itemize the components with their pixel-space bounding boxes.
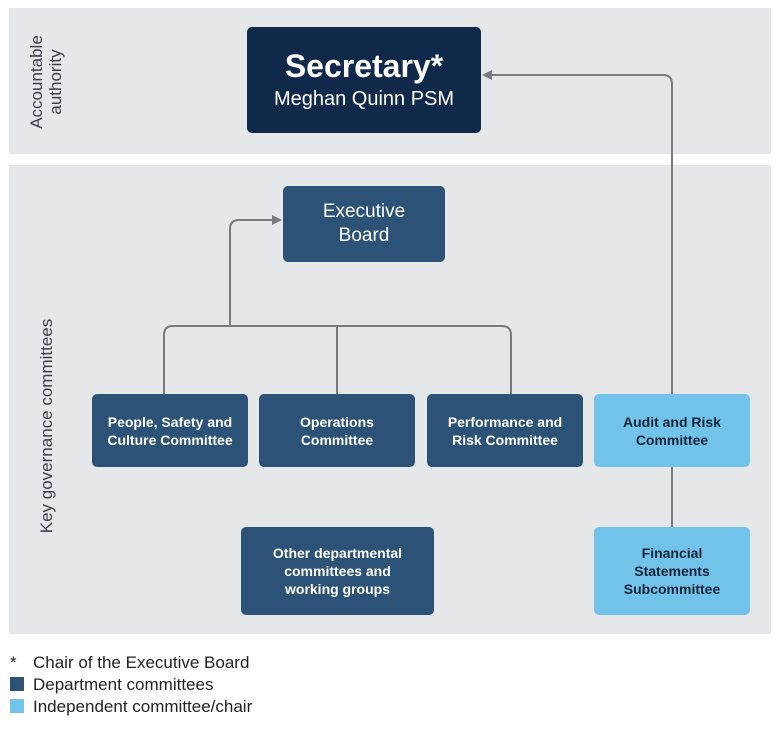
asterisk-symbol: *	[10, 652, 17, 672]
financial-statements-subcommittee-box: Financial Statements Subcommittee	[594, 527, 750, 615]
other-departmental-committees-box: Other departmental committees and workin…	[241, 527, 434, 615]
people-safety-culture-committee-box: People, Safety and Culture Committee	[92, 394, 248, 467]
people-committee-label-line2: Culture Committee	[107, 431, 233, 448]
secretary-title: Secretary*	[284, 48, 444, 84]
financial-subcommittee-label-line1: Financial	[641, 545, 703, 561]
operations-committee-box: Operations Committee	[259, 394, 415, 467]
department-swatch-icon	[10, 677, 24, 691]
audit-to-secretary-connector	[482, 70, 673, 394]
independent-swatch-icon	[10, 699, 24, 713]
performance-committee-label-line1: Performance and	[447, 413, 563, 430]
executive-board-label-line2: Board	[338, 225, 390, 246]
other-committees-label-line1: Other departmental	[272, 545, 403, 561]
legend-row-department: Department committees	[10, 673, 252, 695]
audit-risk-committee-box: Audit and Risk Committee	[594, 394, 750, 467]
performance-risk-committee-box: Performance and Risk Committee	[427, 394, 583, 467]
executive-board-box: Executive Board	[283, 186, 445, 262]
other-committees-label-line3: working groups	[285, 581, 390, 597]
legend-row-independent: Independent committee/chair	[10, 695, 252, 717]
legend-department-text: Department committees	[33, 674, 214, 694]
bracket-to-executive-connector	[229, 215, 282, 326]
operations-committee-label-line2: Committee	[300, 431, 374, 448]
operations-committee-label-line1: Operations	[300, 413, 374, 430]
executive-board-label-line1: Executive	[322, 201, 406, 222]
secretary-box: Secretary* Meghan Quinn PSM	[247, 27, 481, 133]
financial-subcommittee-label-line3: Subcommittee	[623, 581, 721, 597]
people-committee-label-line1: People, Safety and	[107, 413, 233, 430]
audit-committee-label-line2: Committee	[635, 431, 709, 448]
legend-row-chair: * Chair of the Executive Board	[10, 651, 252, 673]
financial-subcommittee-label-line2: Statements	[634, 563, 710, 579]
secretary-name: Meghan Quinn PSM	[273, 88, 455, 110]
other-committees-label-line2: committees and	[284, 563, 391, 579]
legend-independent-text: Independent committee/chair	[33, 696, 253, 716]
legend-chair-text: Chair of the Executive Board	[33, 652, 250, 672]
legend: * Chair of the Executive Board Departmen…	[10, 651, 252, 717]
audit-committee-label-line1: Audit and Risk	[622, 413, 721, 430]
performance-committee-label-line2: Risk Committee	[452, 431, 558, 448]
